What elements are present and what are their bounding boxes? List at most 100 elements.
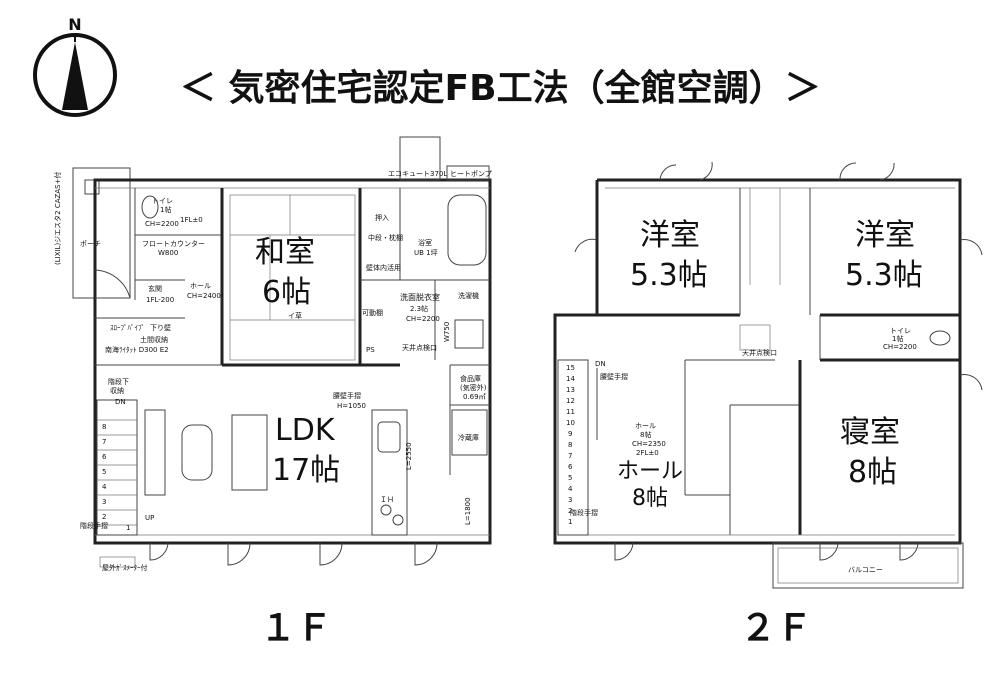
toilet-label-1f: トイレ [152, 197, 173, 205]
w750-label: W750 [443, 322, 451, 342]
svg-text:15: 15 [566, 364, 575, 372]
svg-text:3: 3 [102, 498, 106, 506]
fridge-label: 冷蔵庫 [458, 433, 479, 442]
hall-label-1f: ホール [190, 282, 211, 290]
koshi-rail-label-1f: 腰壁手摺 [333, 391, 361, 400]
compass: N [33, 15, 117, 117]
l1800-label: L=1800 [464, 497, 472, 525]
pantry-label: 食品庫 [460, 374, 481, 383]
senmen-ch: CH=2200 [406, 315, 440, 323]
ih-label: ＩＨ [380, 496, 394, 504]
l2550-label: L=2550 [405, 442, 413, 470]
floor2-plan: 洋室 5.3帖 洋室 5.3帖 寝室 8帖 ホール 8帖 ホール 8帖 CH=2… [553, 161, 983, 649]
sink-icon [377, 421, 401, 453]
toilet-icon-2f [929, 330, 951, 346]
toilet-fl-1f: 1FL±0 [180, 216, 203, 224]
floor1-plan: ポーチ (LIXIL)ジエスタ2 CAZAS+付 エコキュート370L ヒートポ… [53, 136, 492, 649]
floor1-label: １Ｆ [260, 608, 332, 649]
bathtub-icon [447, 194, 487, 266]
toilet-label-2f: トイレ [890, 327, 911, 335]
stair-storage-label: 階段下 [108, 377, 129, 386]
stair-rail-label-2f: 階段手摺 [570, 508, 598, 517]
svg-text:3: 3 [568, 496, 572, 504]
tenjo-label-2f: 天井点検口 [742, 348, 777, 357]
nakadana-label: 中段・枕棚 [368, 233, 403, 242]
svg-text:14: 14 [566, 375, 575, 383]
hall2-note: ホール [635, 422, 656, 430]
hall2-ch: CH=2350 [632, 440, 666, 448]
svg-text:2: 2 [102, 513, 106, 521]
genkan-label: 玄関 [148, 284, 162, 293]
dn-label-2f: DN [595, 360, 606, 368]
senmen-label: 洗面脱衣室 [400, 292, 440, 302]
tatami-grid [229, 194, 356, 361]
svg-text:11: 11 [566, 408, 575, 416]
dn-label-1f: DN [115, 398, 126, 406]
svg-text:5: 5 [102, 468, 106, 476]
fridge-box [451, 409, 488, 456]
svg-text:7: 7 [568, 452, 572, 460]
windows-1f [149, 542, 438, 566]
hall2-size: 8帖 [632, 486, 668, 511]
koshi-rail-height: H=1050 [337, 402, 366, 410]
toilet-size-2f: 1帖 [892, 334, 903, 343]
svg-text:4: 4 [102, 483, 107, 491]
table-icon [181, 424, 213, 481]
balcony-outline [772, 542, 964, 589]
floor2-label: ２Ｆ [740, 608, 812, 649]
yoshitsu2-name: 洋室 [855, 218, 915, 253]
yoshitsu1-size: 5.3帖 [630, 258, 708, 293]
svg-text:2: 2 [568, 507, 572, 515]
stairs-1f: 8 7 6 5 4 3 2 1 [96, 399, 138, 536]
tatami-label: イ草 [288, 311, 302, 320]
porch-area [72, 167, 131, 299]
ecocute-label: エコキュート370L [388, 170, 447, 178]
slope-pipe-label: ｽﾛｰﾌﾟﾊﾟｲﾌﾟ [110, 324, 145, 332]
koshi-rail-label-2f: 腰壁手摺 [600, 372, 628, 381]
hall2-fl: 2FL±0 [636, 449, 659, 457]
porch-label: ポーチ [80, 240, 101, 248]
entrance-door-swing [94, 269, 131, 299]
yoshitsu1-name: 洋室 [640, 218, 700, 253]
oshiire-label: 押入 [375, 213, 389, 222]
balcony-label: バルコニー [848, 566, 883, 574]
hall2-name: ホール [617, 459, 683, 484]
kadoudana-label: 可動棚 [362, 308, 383, 317]
sofa-icon [231, 414, 268, 491]
svg-text:6: 6 [102, 453, 107, 461]
shinshitsu-name: 寝室 [840, 415, 900, 450]
yoshitsu2-size: 5.3帖 [845, 258, 923, 293]
heatpump-label: ヒートポンプ [450, 170, 492, 178]
stair-storage-label2: 収納 [110, 386, 124, 395]
svg-text:6: 6 [568, 463, 573, 471]
skylight-label: 南海ﾗｲﾀｯﾄ D300 E2 [105, 345, 169, 354]
bath-label: 浴室 [418, 238, 432, 247]
up-label-1f: UP [145, 514, 154, 522]
pantry-note: (気密外) [460, 383, 487, 392]
front-counter-label: フロートカウンター [142, 239, 205, 248]
sagarikabe-label: 下り壁 [150, 323, 171, 332]
tv-board-icon [144, 409, 166, 496]
ps-label: PS [366, 346, 375, 354]
page-title: ＜ 気密住宅認定FB工法（全館空調）＞ [180, 67, 821, 109]
svg-text:12: 12 [566, 397, 575, 405]
ih-burner-icon [380, 504, 392, 516]
stairs-2f: 15 14 13 12 11 10 9 8 7 6 5 4 3 2 1 DN [557, 359, 606, 536]
svg-text:1: 1 [568, 518, 572, 526]
shinshitsu-size: 8帖 [848, 455, 897, 490]
washitsu-name: 和室 [255, 235, 315, 270]
outdoor-equipment-label: (LIXIL)ジエスタ2 CAZAS+付 [53, 172, 62, 265]
ecocute-box [399, 136, 441, 181]
toilet-ch-1f: CH=2200 [145, 220, 179, 228]
floor1-outer-wall [93, 178, 492, 545]
svg-text:13: 13 [566, 386, 575, 394]
tenjo-label-1f: 天井点検口 [402, 343, 437, 352]
sentakuki-label: 洗濯機 [458, 291, 479, 300]
hall2-note-size: 8帖 [640, 430, 651, 439]
toilet-ch-2f: CH=2200 [883, 343, 917, 351]
svg-text:5: 5 [568, 474, 572, 482]
kitchen-counter [371, 409, 408, 536]
wall-shelf-label: 壁体内活用 [366, 263, 401, 272]
senmen-size: 2.3帖 [410, 304, 428, 313]
